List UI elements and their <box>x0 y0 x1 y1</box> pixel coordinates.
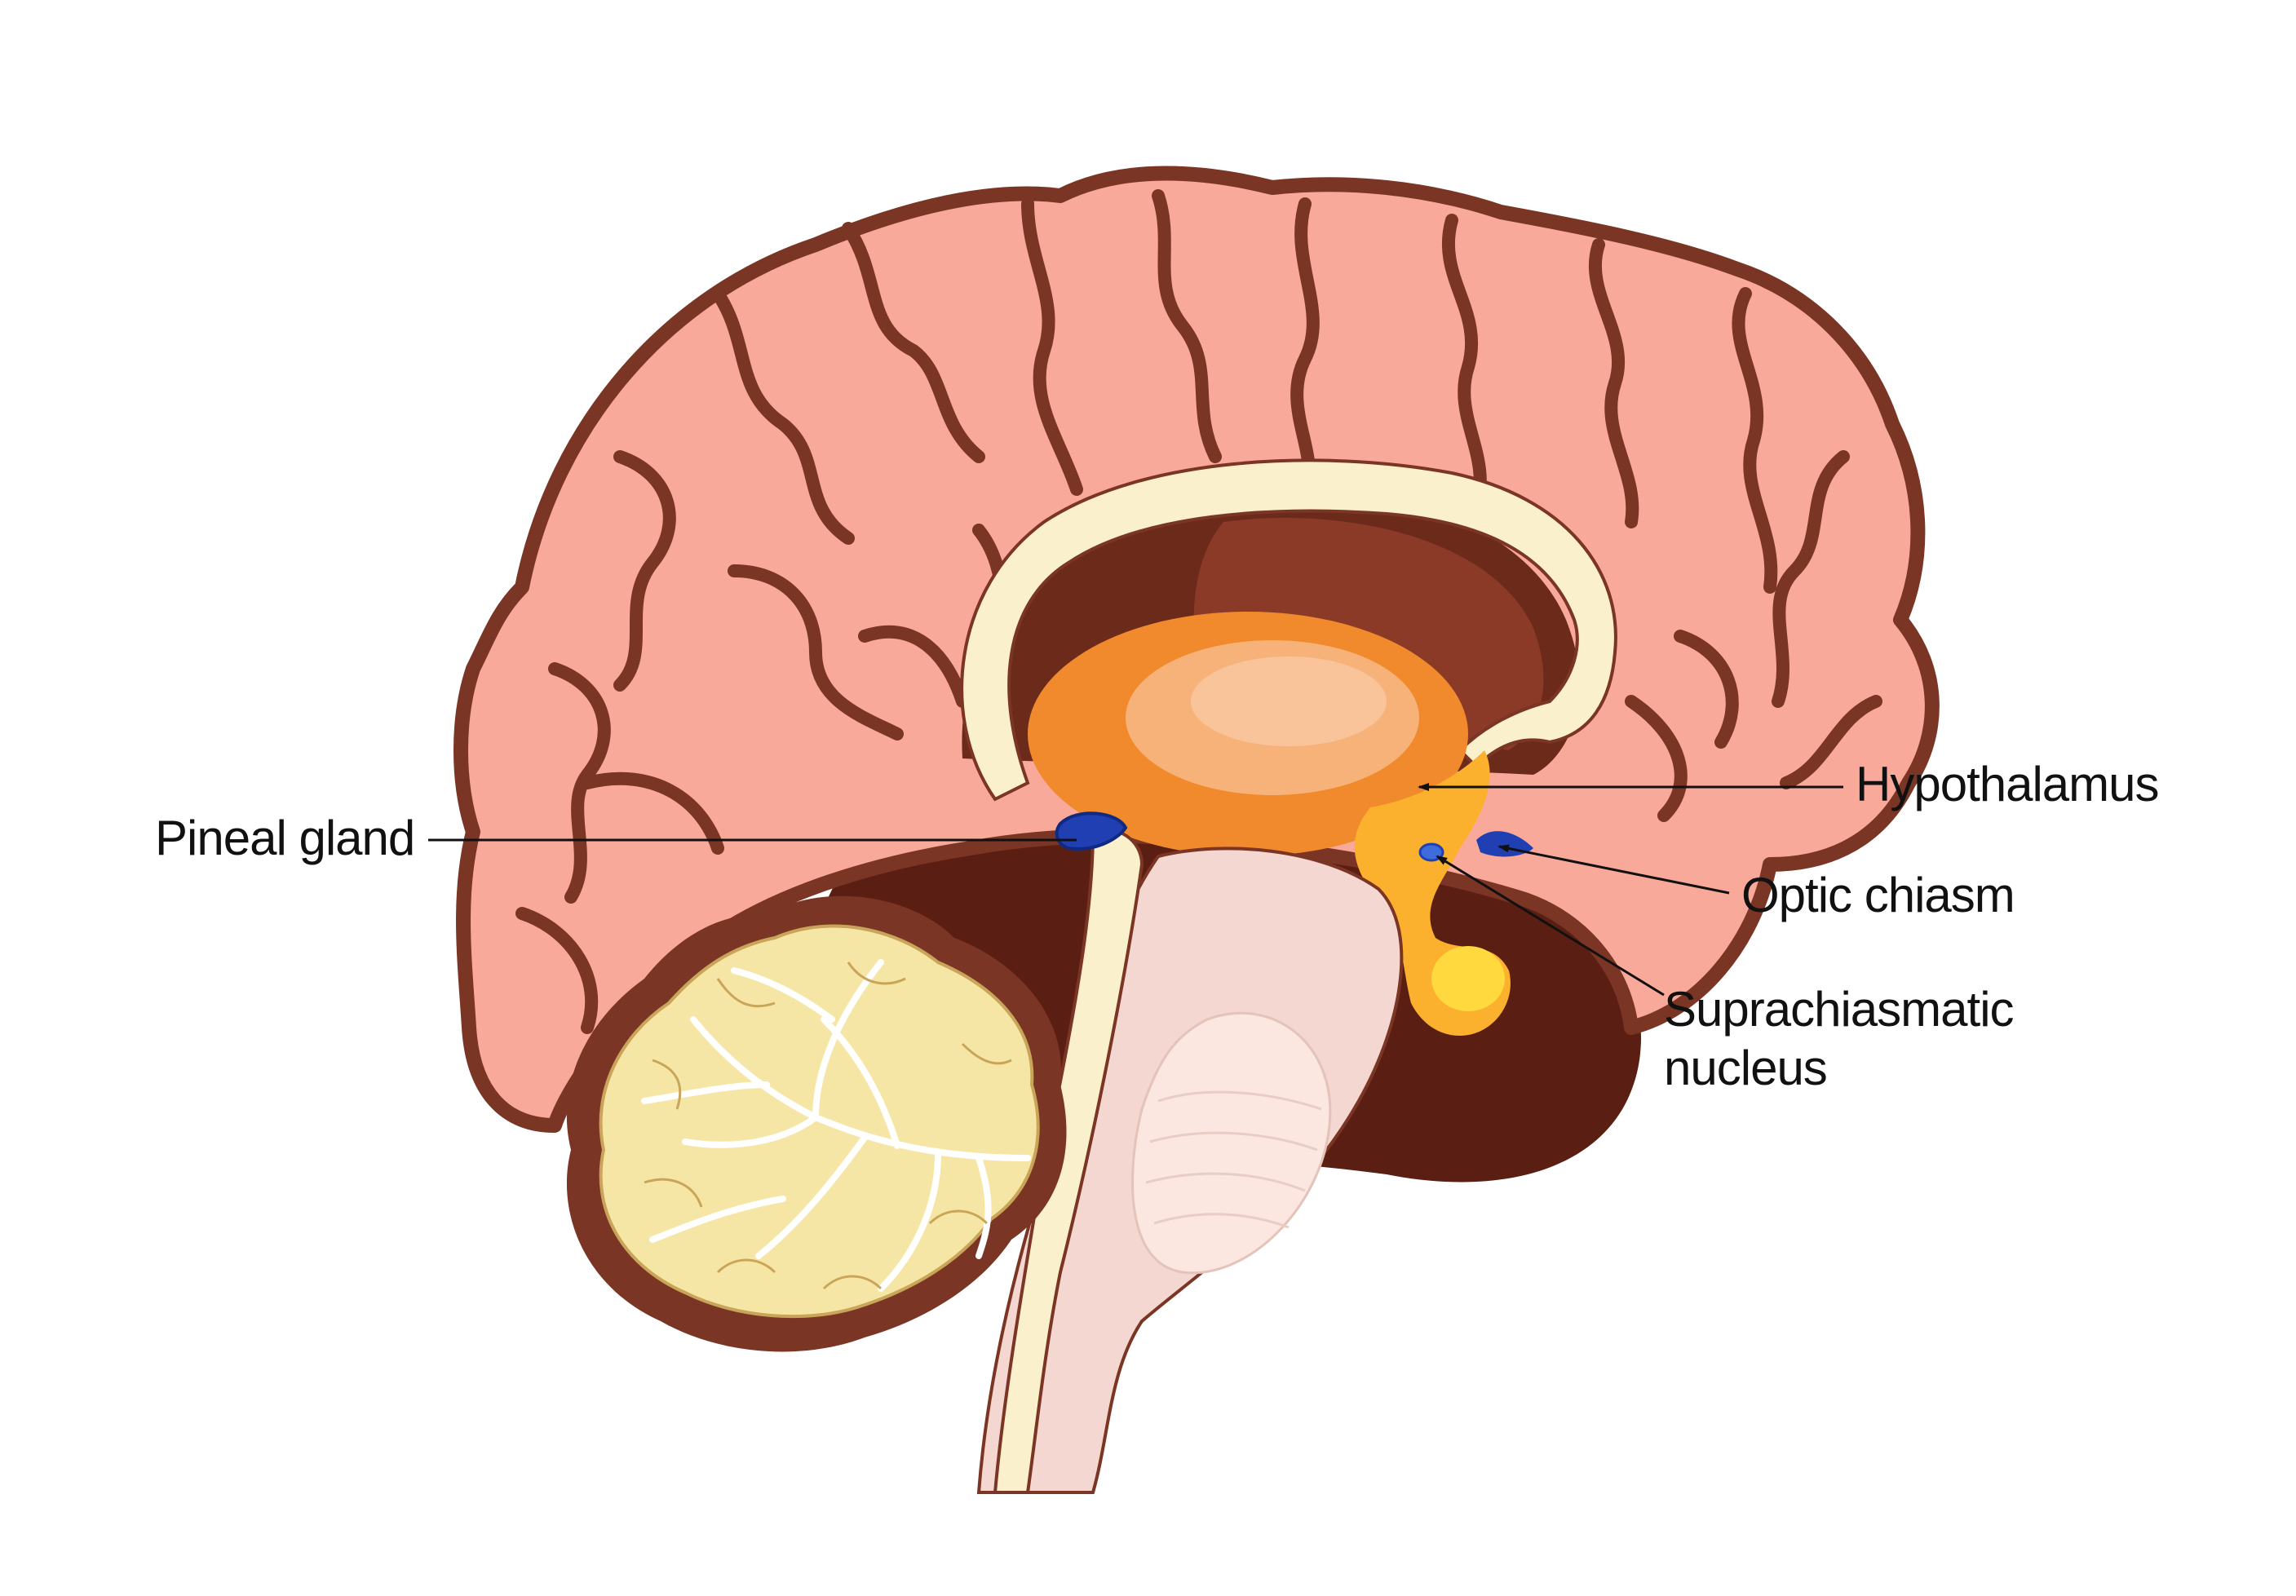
label-hypothalamus: Hypothalamus <box>1856 757 2159 811</box>
thalamus-highlight <box>1191 657 1387 746</box>
label-scn-line1: Suprachiasmatic <box>1664 982 2014 1037</box>
cerebellum-folia-lines <box>644 962 1012 1290</box>
label-pineal-gland: Pineal gland <box>155 811 414 865</box>
arbor-vitae <box>641 959 1031 1292</box>
label-scn-line2: nucleus <box>1664 1041 1827 1095</box>
pituitary-gland <box>1431 946 1505 1011</box>
optic-chiasm-leader <box>1497 844 1730 895</box>
pons <box>1130 1011 1332 1275</box>
scn-leader <box>1436 855 1665 997</box>
cortex-sulci <box>515 189 1882 1034</box>
pons-striations <box>1145 1090 1322 1229</box>
label-optic-chiasm: Optic chiasm <box>1741 868 2015 922</box>
